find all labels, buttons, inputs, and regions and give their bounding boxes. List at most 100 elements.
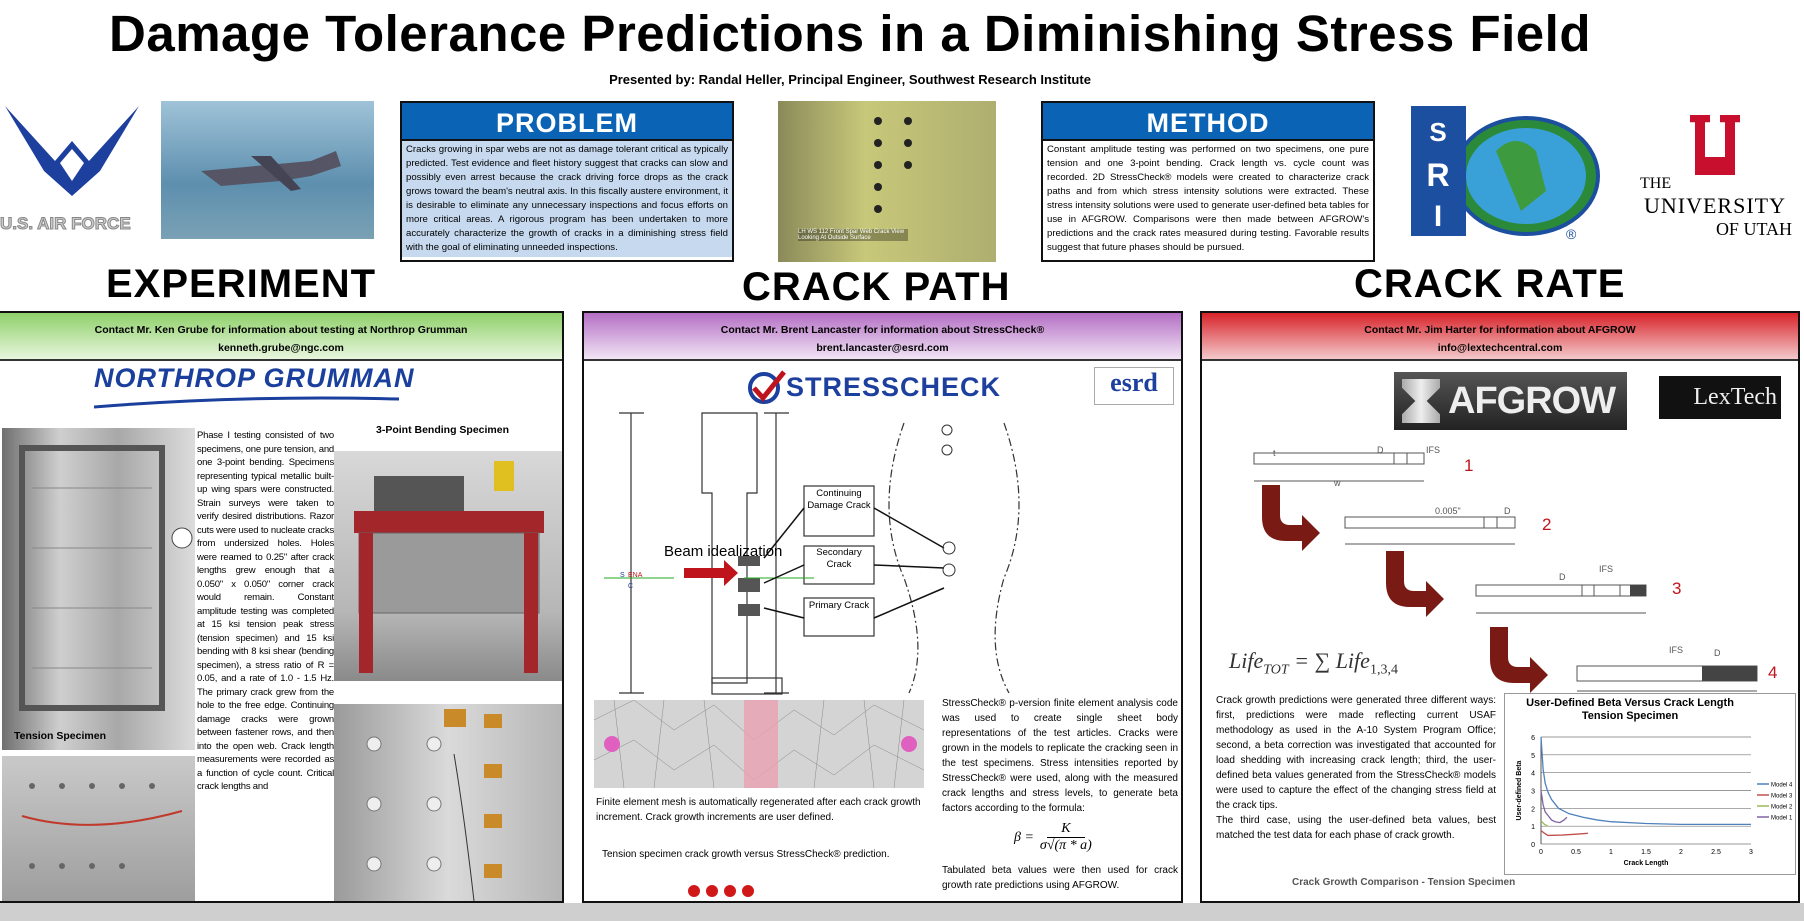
series-line-model-4 bbox=[1540, 736, 1751, 826]
comparison-caption: Tension specimen crack growth versus Str… bbox=[602, 849, 890, 860]
usaf-wings-icon bbox=[5, 106, 139, 196]
label-ifs-1: IFS bbox=[1426, 445, 1441, 455]
primary-crack-label: Primary Crack bbox=[808, 600, 870, 611]
x-tick-label: 2 bbox=[1679, 849, 1683, 856]
formula-rhs: = ∑ Life bbox=[1294, 648, 1370, 673]
afgrow-logo-text: AFGROW bbox=[1448, 379, 1616, 422]
mesh-caption: Finite element mesh is automatically reg… bbox=[596, 797, 921, 823]
x-tick-label: 1.5 bbox=[1641, 849, 1651, 856]
continuing-damage-crack-label: Continuing Damage Crack bbox=[807, 488, 871, 511]
tension-specimen-detail-photo bbox=[2, 756, 195, 901]
experiment-text: Phase I testing consisted of two specime… bbox=[197, 430, 334, 792]
utah-of: OF UTAH bbox=[1715, 219, 1792, 239]
presenter-line: Presented by: Randal Heller, Principal E… bbox=[609, 72, 1091, 87]
legend-label: Model 1 bbox=[1771, 816, 1793, 822]
problem-box: PROBLEM Cracks growing in spar webs are … bbox=[400, 101, 734, 262]
utah-u-icon bbox=[1690, 115, 1740, 175]
bending-specimen-photo bbox=[334, 451, 562, 681]
experiment-panel-header: Contact Mr. Ken Grube for information ab… bbox=[0, 313, 562, 361]
bending-specimen-detail-photo bbox=[334, 704, 562, 901]
crack-growth-markers bbox=[688, 885, 754, 897]
formula-sub: TOT bbox=[1263, 662, 1289, 678]
crack-rate-email[interactable]: info@lextechcentral.com bbox=[1437, 342, 1563, 354]
esrd-logo: esrd bbox=[1094, 367, 1174, 405]
x-tick-label: 2.5 bbox=[1711, 849, 1721, 856]
crack-path-heading: CRACK PATH bbox=[742, 265, 1011, 309]
x-tick-label: 3 bbox=[1749, 849, 1753, 856]
step-4: 4 bbox=[1768, 663, 1778, 682]
crack-rate-panel: Contact Mr. Jim Harter for information a… bbox=[1200, 311, 1800, 903]
crack-path-panel: Contact Mr. Brent Lancaster for informat… bbox=[582, 311, 1183, 903]
beam-idealization-diagram bbox=[604, 412, 1020, 695]
label-d-1: D bbox=[1377, 445, 1384, 455]
utah-university: UNIVERSITY bbox=[1644, 193, 1786, 218]
crack-path-text: StressCheck® p-version finite element an… bbox=[942, 698, 1178, 814]
experiment-contact: Contact Mr. Ken Grube for information ab… bbox=[94, 324, 468, 336]
photo-caption: LH WS 112 Front Spar Web Crack View Look… bbox=[798, 229, 908, 241]
finite-element-mesh-image bbox=[594, 700, 924, 788]
a10-aircraft-photo bbox=[161, 101, 374, 239]
label-w-1: w bbox=[1334, 478, 1341, 488]
stresscheck-check-icon bbox=[748, 370, 786, 404]
y-axis-label: User-defined Beta bbox=[1516, 760, 1523, 820]
formula-numerator: K bbox=[1047, 821, 1085, 838]
crack-path-email[interactable]: brent.lancaster@esrd.com bbox=[816, 342, 949, 354]
series-line-model-2 bbox=[1540, 820, 1549, 827]
beta-chart: User-Defined Beta Versus Crack Length Te… bbox=[1504, 693, 1796, 875]
utah-the: THE bbox=[1640, 175, 1672, 192]
y-tick-label: 5 bbox=[1531, 753, 1535, 760]
northrop-grumman-logo: NORTHROP GRUMMAN bbox=[94, 363, 415, 393]
crack-rate-panel-header: Contact Mr. Jim Harter for information a… bbox=[1202, 313, 1798, 361]
crack-rate-heading: CRACK RATE bbox=[1354, 262, 1626, 306]
label-ena: ENA bbox=[628, 572, 643, 579]
method-heading: METHOD bbox=[1043, 103, 1373, 141]
experiment-email[interactable]: kenneth.grube@ngc.com bbox=[218, 342, 344, 354]
y-tick-label: 4 bbox=[1531, 771, 1535, 778]
experiment-heading: EXPERIMENT bbox=[106, 262, 377, 306]
crack-path-text-2: Tabulated beta values were then used for… bbox=[942, 865, 1178, 891]
label-s: S bbox=[620, 572, 625, 579]
spar-web-crack-photo: LH WS 112 Front Spar Web Crack View Look… bbox=[778, 101, 996, 262]
bottom-scroll-bar[interactable] bbox=[0, 903, 1804, 921]
method-text: Constant amplitude testing was performed… bbox=[1047, 144, 1369, 253]
x-axis-label: Crack Length bbox=[1624, 860, 1669, 867]
svg-text:S: S bbox=[1429, 117, 1446, 147]
y-tick-label: 0 bbox=[1531, 842, 1535, 849]
tension-specimen-label: Tension Specimen bbox=[14, 730, 106, 742]
step-3: 3 bbox=[1672, 579, 1682, 598]
svg-text:R: R bbox=[1426, 157, 1449, 193]
crack-path-panel-header: Contact Mr. Brent Lancaster for informat… bbox=[584, 313, 1181, 361]
legend-label: Model 4 bbox=[1771, 783, 1793, 789]
y-tick-label: 2 bbox=[1531, 806, 1535, 813]
bending-specimen-label: 3-Point Bending Specimen bbox=[376, 424, 510, 436]
stresscheck-logo-text: STRESSCHECK bbox=[786, 371, 1002, 402]
formula-rhs-sub: 1,3,4 bbox=[1369, 662, 1398, 678]
problem-text: Cracks growing in spar webs are not as d… bbox=[402, 141, 732, 257]
tension-specimen-photo: Tension Specimen bbox=[2, 428, 195, 750]
crack-rate-contact: Contact Mr. Jim Harter for information a… bbox=[1364, 324, 1636, 336]
label-d-3: D bbox=[1559, 572, 1566, 582]
y-tick-label: 1 bbox=[1531, 824, 1535, 831]
northrop-swoosh-icon bbox=[94, 396, 400, 409]
crack-rate-text: Crack growth predictions were generated … bbox=[1216, 695, 1496, 811]
label-d-4: D bbox=[1714, 648, 1721, 658]
stresscheck-logo: STRESSCHECK bbox=[746, 368, 1001, 406]
beam-idealization-label: Beam idealization bbox=[664, 543, 783, 560]
crack-rate-comparison-caption: Crack Growth Comparison - Tension Specim… bbox=[1292, 877, 1516, 888]
poster-title: Damage Tolerance Predictions in a Dimini… bbox=[109, 5, 1591, 62]
label-ifs-4: IFS bbox=[1669, 645, 1684, 655]
usaf-logo-text: U.S. AIR FORCE bbox=[0, 214, 131, 234]
chart-title: User-Defined Beta Versus Crack Length bbox=[1526, 697, 1734, 709]
legend-label: Model 2 bbox=[1771, 805, 1793, 811]
y-tick-label: 3 bbox=[1531, 789, 1535, 796]
step-2: 2 bbox=[1542, 515, 1552, 534]
label-offset: 0.005" bbox=[1435, 506, 1461, 516]
legend-label: Model 3 bbox=[1771, 794, 1793, 800]
experiment-panel: Contact Mr. Ken Grube for information ab… bbox=[0, 311, 564, 903]
x-tick-label: 0.5 bbox=[1571, 849, 1581, 856]
crack-growth-step-diagram bbox=[1253, 452, 1758, 693]
formula-lhs: β = bbox=[1014, 829, 1034, 845]
series-line-model-1 bbox=[1540, 790, 1568, 824]
svg-text:I: I bbox=[1434, 200, 1442, 233]
